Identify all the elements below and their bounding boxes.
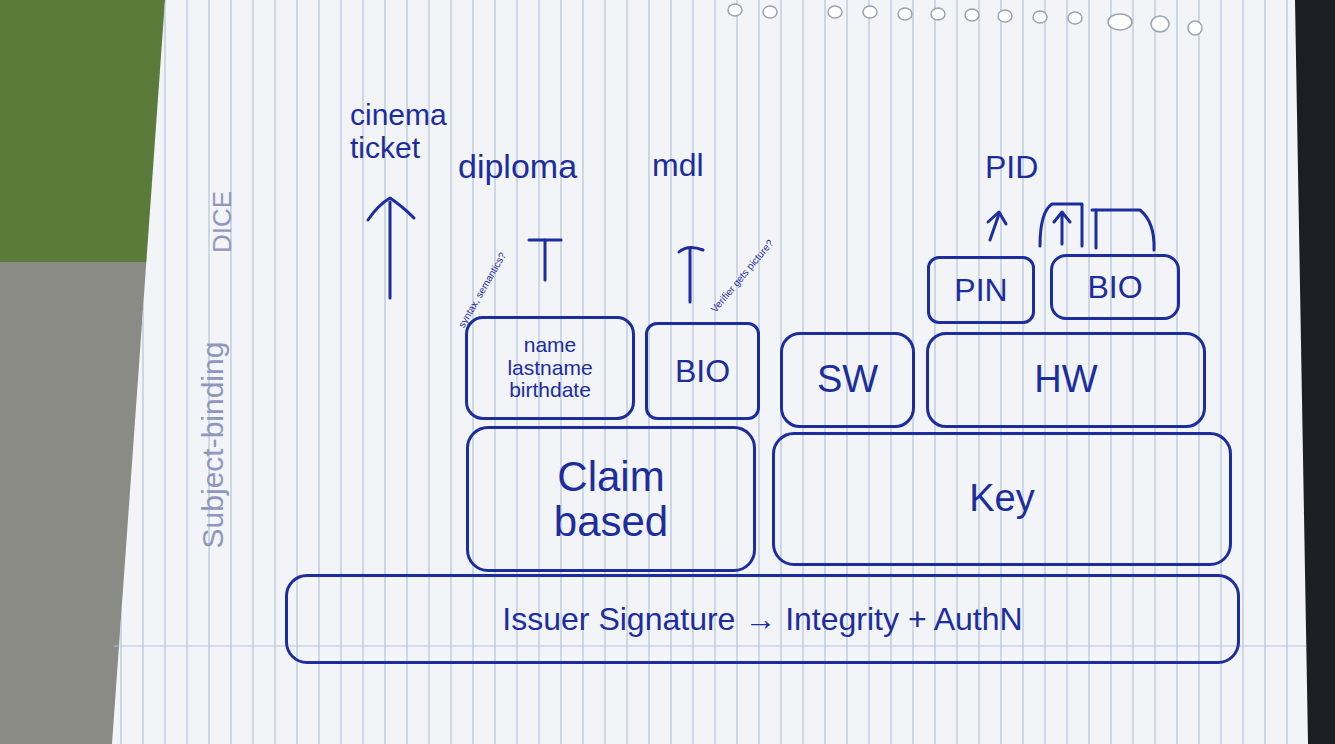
- arrow-sketch: [1054, 212, 1070, 244]
- software-box: SW: [780, 332, 915, 428]
- arrow-shaft: [689, 248, 692, 302]
- box-text: SW: [817, 359, 878, 400]
- credential-label: PID: [985, 150, 1038, 185]
- ruled-lines: [112, 0, 1308, 744]
- claim-based-box: Claim based: [466, 426, 756, 572]
- box-text: Issuer Signature → Integrity + AuthN: [502, 602, 1022, 637]
- arrow-head: [679, 247, 703, 252]
- bio-box: BIO: [645, 322, 760, 420]
- margin-line: [114, 645, 1306, 646]
- margin-note: Subject-binding: [196, 342, 229, 549]
- key-box: Key: [772, 432, 1232, 566]
- credential-label: mdl: [652, 148, 704, 183]
- arrow-head: [368, 198, 414, 220]
- box-text: BIO: [675, 354, 730, 389]
- small-box-sketch: [1092, 210, 1154, 250]
- box-text: name lastname birthdate: [507, 334, 592, 402]
- bio-box: BIO: [1050, 254, 1180, 320]
- box-text: HW: [1034, 359, 1097, 400]
- paper-sheet: [112, 0, 1308, 744]
- box-text: Claim based: [554, 454, 668, 545]
- issuer-signature-band: Issuer Signature → Integrity + AuthN: [285, 574, 1240, 664]
- claims-box: name lastname birthdate: [465, 316, 635, 420]
- pin-box: PIN: [927, 256, 1035, 324]
- annotation-note: Verifier gets picture?: [708, 238, 775, 315]
- margin-note: DICE: [208, 191, 237, 253]
- small-box-sketch: [1040, 204, 1082, 246]
- credential-label: cinema ticket: [350, 98, 447, 164]
- spiral-holes: [728, 4, 1202, 35]
- small-box-sketch: [1095, 210, 1098, 248]
- credential-label: diploma: [458, 148, 577, 185]
- grass: [0, 0, 175, 262]
- arrow-head: [529, 239, 561, 242]
- hardware-box: HW: [926, 332, 1206, 428]
- arrow-shaft: [544, 240, 547, 280]
- box-text: PIN: [954, 273, 1007, 308]
- box-text: Key: [969, 478, 1034, 519]
- arrow-head: [988, 212, 1006, 224]
- arrow-shaft: [389, 202, 392, 298]
- box-text: BIO: [1087, 270, 1142, 305]
